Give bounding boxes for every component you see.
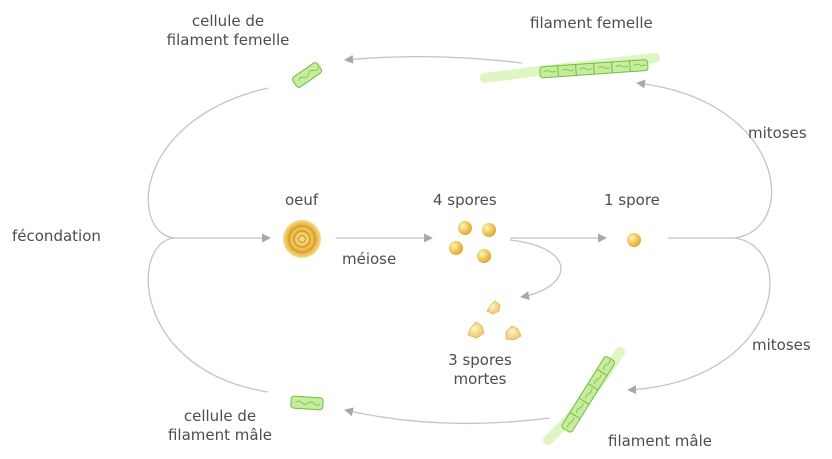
label-mitoses-top: mitoses (748, 124, 807, 143)
arrow-mitoses-top (637, 83, 772, 238)
dead-spore (468, 322, 484, 338)
arrow-femelle-to-cellule (345, 57, 522, 63)
label-oeuf: oeuf (285, 191, 318, 210)
spore (449, 241, 463, 255)
arrow-cellule-femelle-down (148, 88, 268, 238)
spore (458, 221, 472, 235)
label-one-spore: 1 spore (604, 191, 660, 210)
oeuf-image (283, 220, 321, 258)
label-dead-spores: 3 spores mortes (430, 351, 530, 389)
filament-male-image (548, 352, 620, 440)
label-filament-femelle: filament femelle (530, 14, 653, 33)
label-cellule-male: cellule de filament mâle (150, 407, 290, 445)
dead-spores-image (468, 301, 521, 340)
label-meiose: méiose (342, 250, 396, 269)
label-mitoses-bottom: mitoses (752, 336, 811, 355)
label-four-spores: 4 spores (433, 191, 497, 210)
arrow-male-to-cellule (345, 410, 550, 423)
label-cellule-femelle-line2: filament femelle (148, 31, 308, 50)
label-cellule-male-line1: cellule de (150, 407, 290, 426)
label-cellule-femelle: cellule de filament femelle (148, 12, 308, 50)
label-dead-spores-line1: 3 spores (430, 351, 530, 370)
filament-femelle-image (485, 58, 655, 78)
cellule-male-image (291, 396, 324, 410)
label-dead-spores-line2: mortes (430, 370, 530, 389)
cellule-femelle-image (291, 61, 322, 88)
arrow-mitoses-bottom (628, 238, 770, 390)
label-fecondation: fécondation (12, 227, 101, 246)
one-spore-image (627, 233, 641, 247)
dead-spore (506, 326, 521, 340)
label-cellule-femelle-line1: cellule de (148, 12, 308, 31)
label-cellule-male-line2: filament mâle (150, 426, 290, 445)
arrow-cellule-male-up (148, 238, 268, 392)
arrow-to-dead-spores (510, 240, 561, 297)
spore (477, 249, 491, 263)
label-filament-male: filament mâle (608, 432, 712, 451)
dead-spore (487, 301, 500, 314)
spore (482, 223, 496, 237)
four-spores-image (449, 221, 496, 263)
